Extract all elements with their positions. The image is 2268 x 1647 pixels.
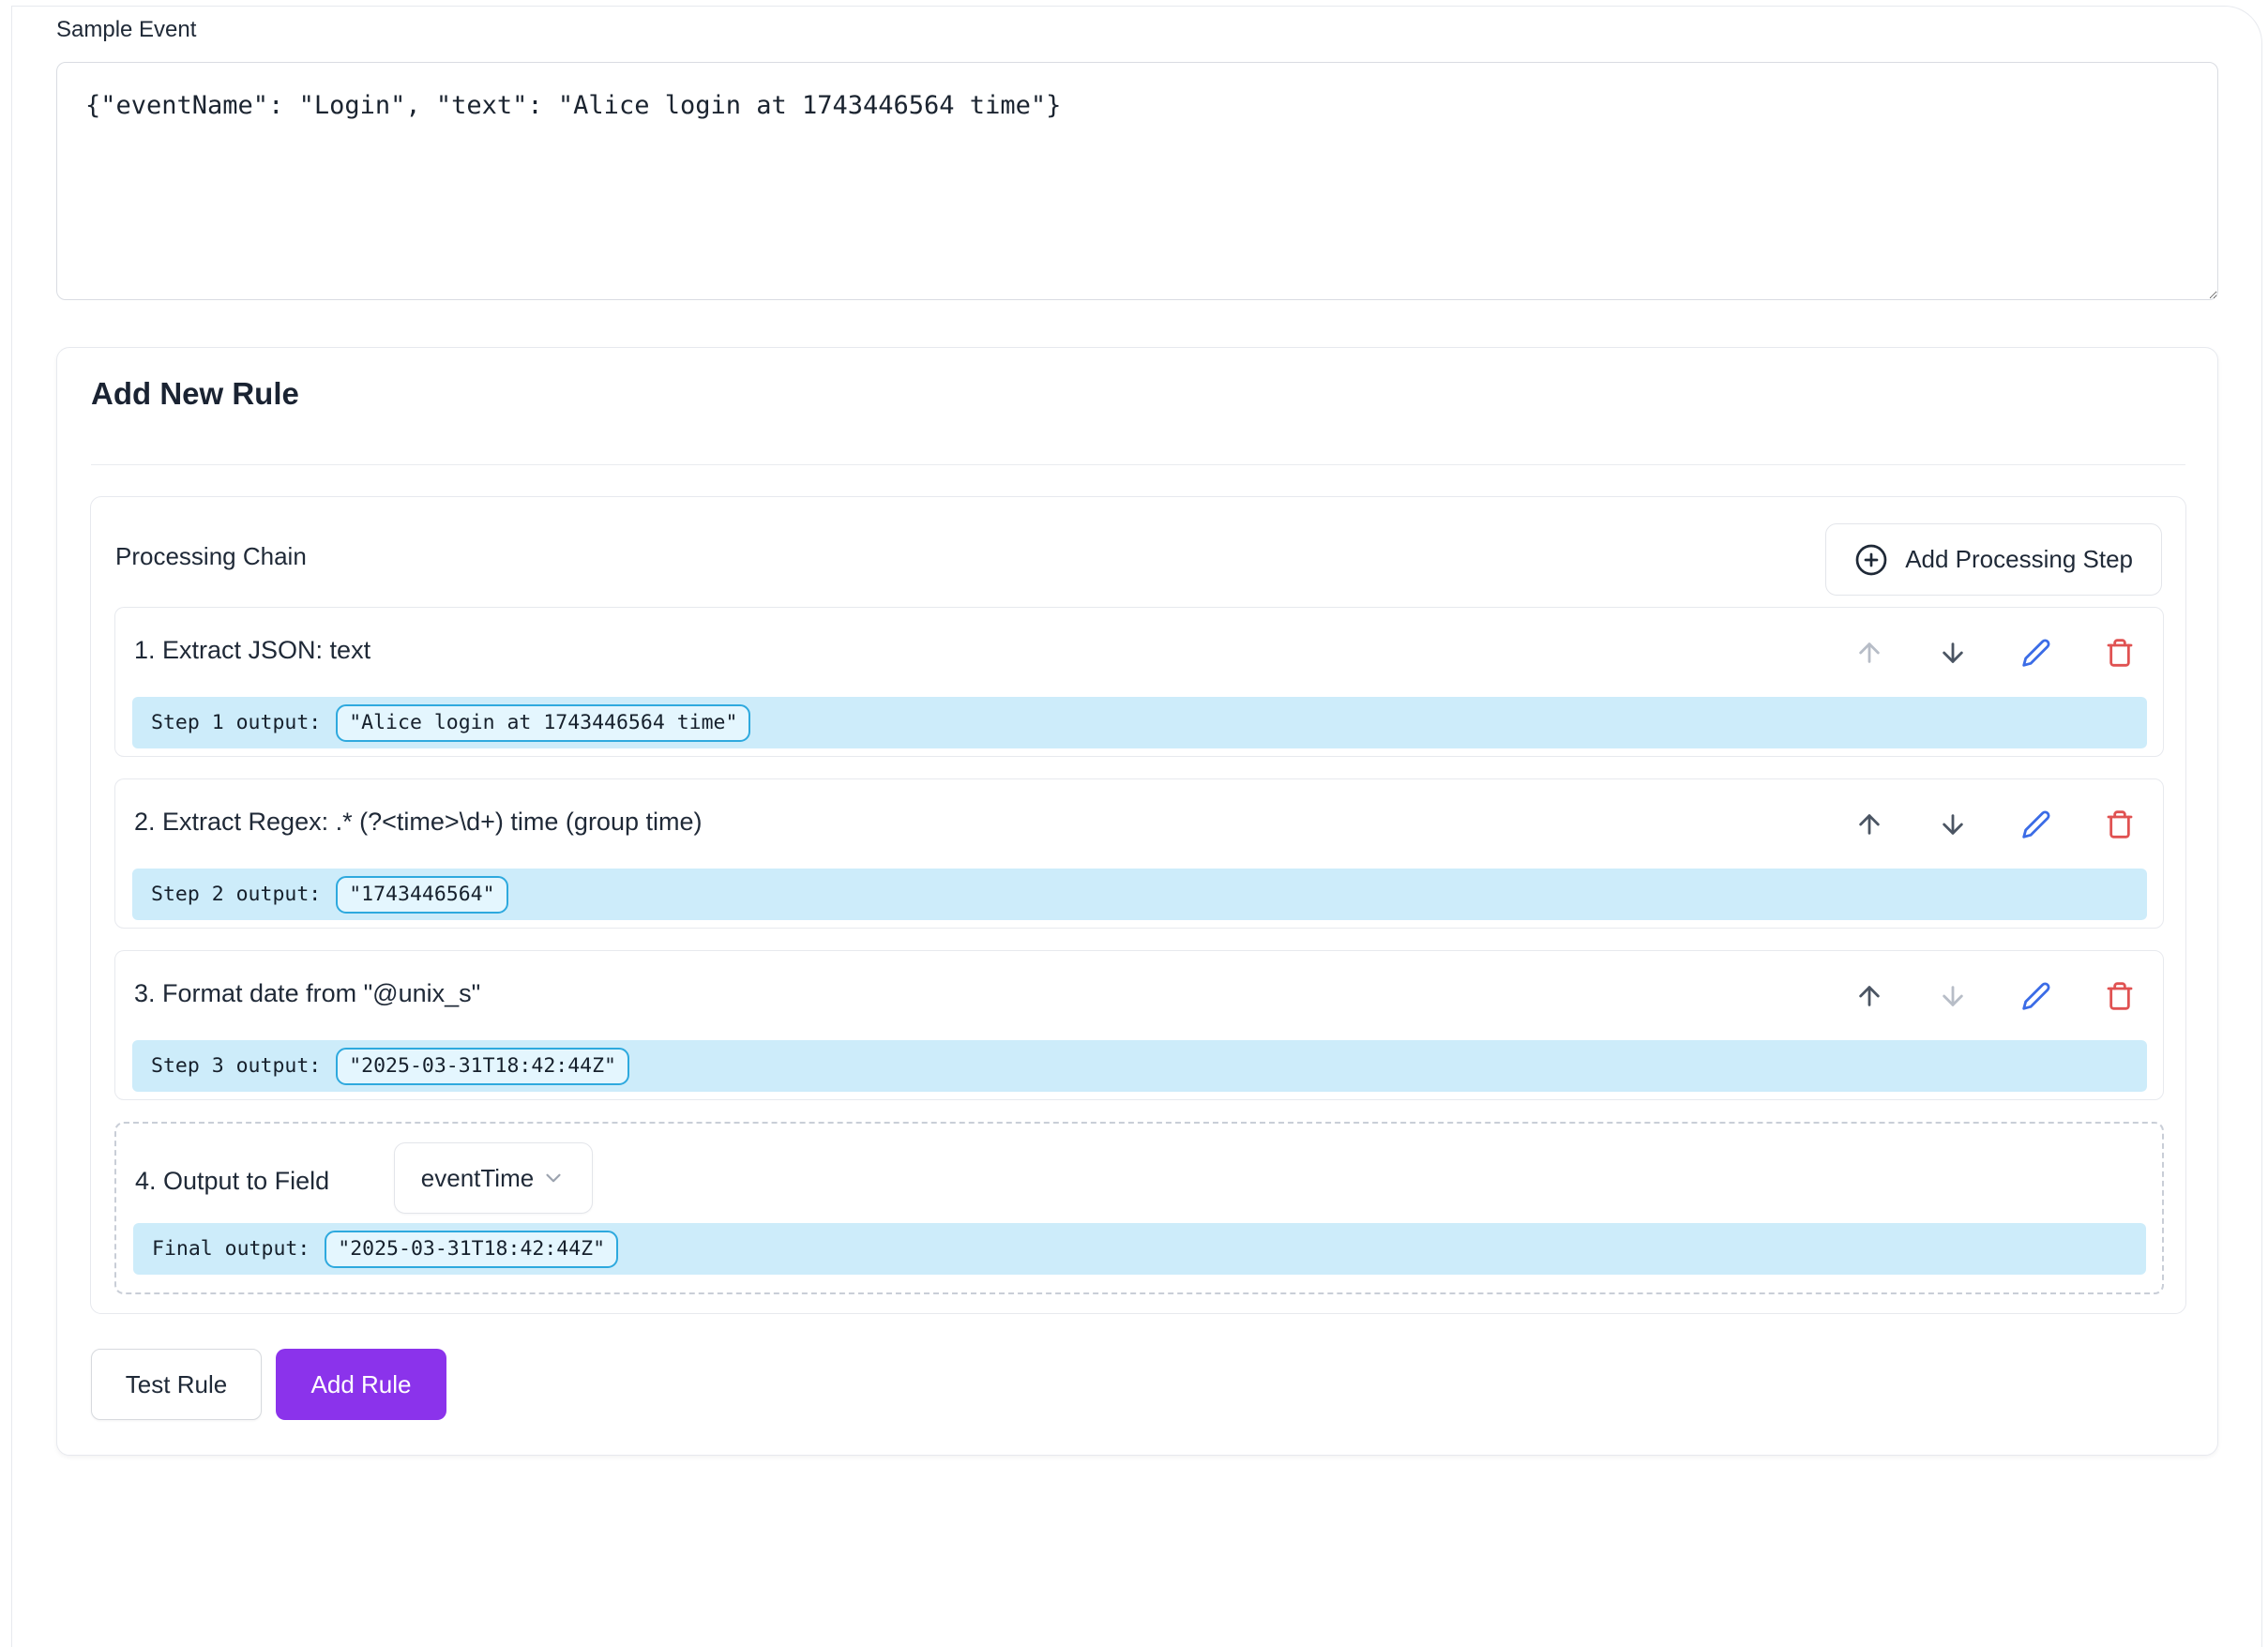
step-title: 4. Output to Field	[135, 1167, 330, 1195]
add-processing-step-label: Add Processing Step	[1905, 545, 2133, 573]
move-down-button[interactable]	[1938, 981, 1968, 1011]
step-output-strip: Step 3 output: "2025-03-31T18:42:44Z"	[132, 1040, 2147, 1092]
divider	[91, 464, 2185, 465]
pencil-icon	[2022, 639, 2050, 667]
move-up-button[interactable]	[1854, 809, 1884, 839]
step-title: 1. Extract JSON: text	[134, 636, 371, 664]
step-actions	[1854, 638, 2135, 668]
step-output-strip: Step 2 output: "1743446564"	[132, 869, 2147, 920]
step-output-label: Step 3 output:	[151, 1054, 322, 1078]
delete-step-button[interactable]	[2105, 809, 2135, 839]
trash-icon	[2107, 982, 2133, 1010]
trash-icon	[2107, 810, 2133, 839]
processing-step-2: 2. Extract Regex: .* (?<time>\d+) time (…	[114, 778, 2164, 929]
arrow-down-icon	[1943, 642, 1963, 663]
step-actions	[1854, 981, 2135, 1011]
move-up-button[interactable]	[1854, 638, 1884, 668]
pencil-icon	[2022, 982, 2050, 1010]
processing-chain-panel: Processing Chain Add Processing Step 1. …	[90, 496, 2186, 1314]
output-to-field-step: 4. Output to Field eventTime Final outpu…	[114, 1122, 2164, 1294]
move-down-button[interactable]	[1938, 638, 1968, 668]
output-field-select[interactable]: eventTime	[394, 1142, 593, 1214]
sample-event-label: Sample Event	[56, 17, 197, 42]
pencil-icon	[2022, 810, 2050, 839]
step-actions	[1854, 809, 2135, 839]
step-output-value: "1743446564"	[336, 875, 508, 914]
step-output-label: Step 2 output:	[151, 883, 322, 906]
step-output-value: "Alice login at 1743446564 time"	[336, 703, 751, 742]
arrow-down-icon	[1943, 814, 1963, 835]
add-processing-step-button[interactable]: Add Processing Step	[1825, 523, 2162, 596]
arrow-up-icon	[1859, 986, 1880, 1006]
final-output-label: Final output:	[152, 1237, 310, 1261]
final-output-value: "2025-03-31T18:42:44Z"	[325, 1230, 619, 1268]
final-output-strip: Final output: "2025-03-31T18:42:44Z"	[133, 1223, 2146, 1275]
edit-step-button[interactable]	[2021, 809, 2051, 839]
processing-step-1: 1. Extract JSON: text Step 1 output: "Al…	[114, 607, 2164, 757]
edit-step-button[interactable]	[2021, 981, 2051, 1011]
plus-circle-icon	[1855, 544, 1887, 575]
processing-chain-title: Processing Chain	[115, 542, 307, 570]
add-rule-button[interactable]: Add Rule	[276, 1349, 446, 1420]
arrow-down-icon	[1943, 986, 1963, 1006]
add-new-rule-card: Add New Rule Processing Chain Add Proces…	[56, 347, 2218, 1456]
processing-step-3: 3. Format date from "@unix_s" Step 3 out…	[114, 950, 2164, 1100]
move-down-button[interactable]	[1938, 809, 1968, 839]
output-field-selected-value: eventTime	[420, 1163, 535, 1192]
edit-step-button[interactable]	[2021, 638, 2051, 668]
step-output-strip: Step 1 output: "Alice login at 174344656…	[132, 697, 2147, 748]
step-output-label: Step 1 output:	[151, 711, 322, 734]
test-rule-button[interactable]: Test Rule	[91, 1349, 262, 1420]
step-title: 2. Extract Regex: .* (?<time>\d+) time (…	[134, 808, 703, 836]
delete-step-button[interactable]	[2105, 981, 2135, 1011]
step-output-value: "2025-03-31T18:42:44Z"	[336, 1047, 629, 1085]
chevron-down-icon	[546, 1173, 561, 1183]
move-up-button[interactable]	[1854, 981, 1884, 1011]
sample-event-input[interactable]: {"eventName": "Login", "text": "Alice lo…	[56, 62, 2218, 300]
step-title: 3. Format date from "@unix_s"	[134, 979, 481, 1007]
arrow-up-icon	[1859, 642, 1880, 663]
trash-icon	[2107, 639, 2133, 667]
add-new-rule-title: Add New Rule	[91, 376, 299, 411]
arrow-up-icon	[1859, 814, 1880, 835]
delete-step-button[interactable]	[2105, 638, 2135, 668]
